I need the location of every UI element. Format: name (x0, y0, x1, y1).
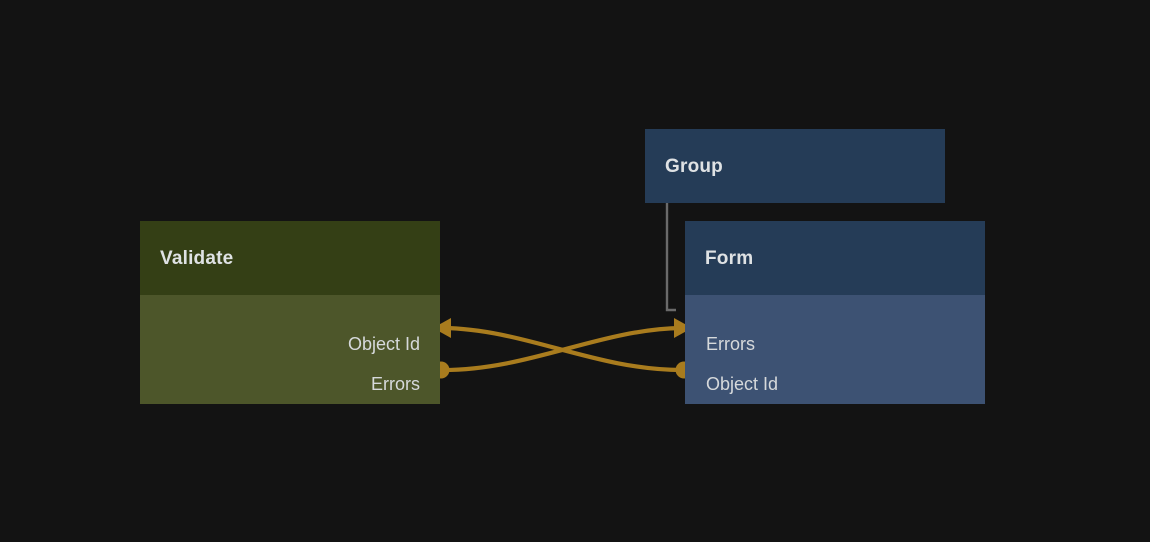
hierarchy-link-group-form (665, 203, 676, 312)
node-validate-header[interactable]: Validate (140, 221, 440, 295)
port-validate-object-id[interactable]: Object Id (140, 329, 440, 359)
node-validate-title: Validate (160, 247, 234, 269)
port-validate-object-id-label: Object Id (347, 334, 420, 354)
node-validate-body: Object Id Errors (140, 295, 440, 404)
port-form-errors-label: Errors (706, 334, 755, 354)
node-group-title: Group (665, 155, 723, 177)
port-form-errors[interactable]: Errors (685, 329, 985, 359)
node-form-title: Form (705, 247, 754, 269)
node-validate[interactable]: Validate Object Id Errors (140, 221, 440, 404)
port-form-object-id[interactable]: Object Id (685, 369, 985, 399)
node-form-body: Errors Object Id (685, 295, 985, 404)
node-group-header[interactable]: Group (645, 129, 945, 203)
edge-object-id[interactable] (433, 318, 693, 379)
edge-errors[interactable] (432, 318, 693, 379)
port-validate-errors[interactable]: Errors (140, 369, 440, 399)
node-form-header[interactable]: Form (685, 221, 985, 295)
port-validate-errors-label: Errors (371, 374, 420, 394)
node-group[interactable]: Group (645, 129, 945, 203)
node-form[interactable]: Form Errors Object Id (685, 221, 985, 404)
port-form-object-id-label: Object Id (706, 374, 779, 394)
